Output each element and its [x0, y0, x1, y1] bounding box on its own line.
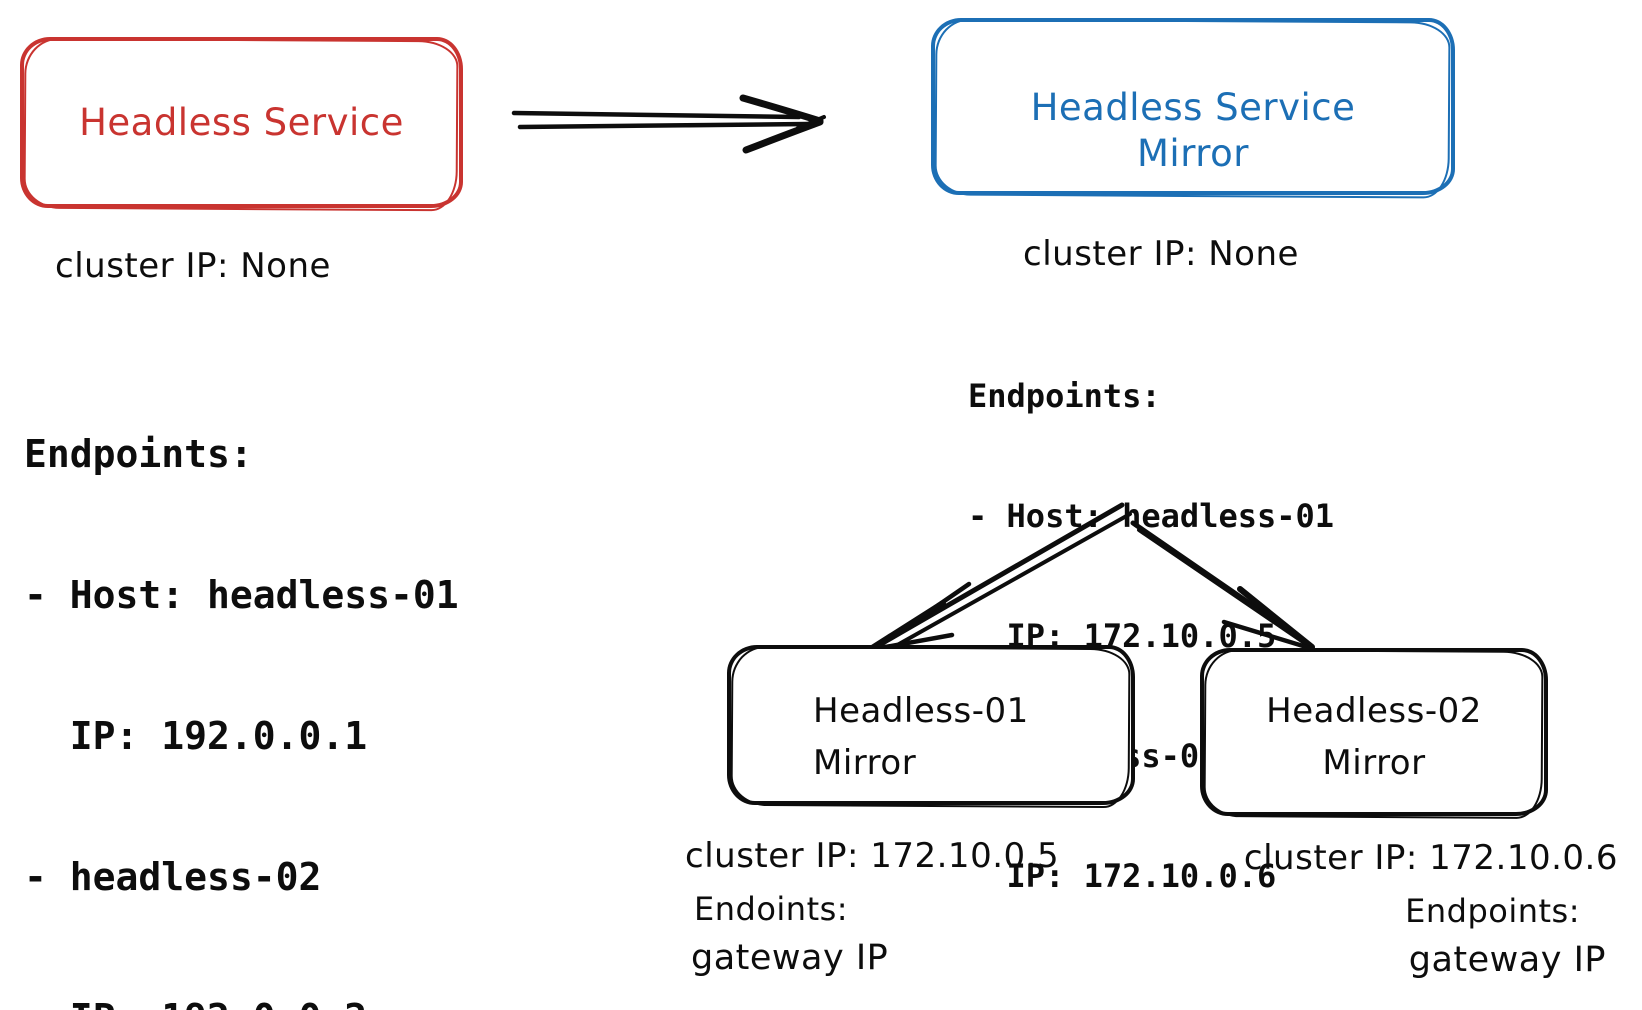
- headless01-cluster-ip: cluster IP: 172.10.0.5: [685, 836, 1060, 876]
- source-endpoints-block: Endpoints: - Host: headless-01 IP: 192.0…: [24, 337, 459, 1010]
- node-headless01-mirror-title-line1: Headless-01: [813, 691, 1029, 731]
- arrow-service-to-mirror: [511, 94, 826, 154]
- source-endpoints-line: IP: 192.0.0.2: [24, 995, 459, 1010]
- source-endpoints-line: IP: 192.0.0.1: [24, 714, 368, 758]
- mirror-cluster-ip-label: cluster IP: None: [1023, 234, 1299, 274]
- node-headless01-mirror: Headless-01 Mirror: [727, 645, 1135, 805]
- source-cluster-ip-label: cluster IP: None: [55, 246, 331, 286]
- mirror-endpoints-line: - Host: headless-01: [968, 497, 1335, 535]
- node-headless-service-mirror-title-line1: Headless Service: [1030, 85, 1356, 129]
- headless01-endpoints-value: gateway IP: [691, 938, 889, 978]
- mirror-endpoints-line: Endpoints:: [968, 377, 1161, 415]
- node-headless01-mirror-title-line2: Mirror: [813, 743, 917, 783]
- headless01-endpoints-label: Endoints:: [694, 890, 849, 928]
- node-headless-service-mirror-title-line2: Mirror: [1136, 131, 1249, 175]
- headless02-endpoints-value: gateway IP: [1408, 940, 1606, 980]
- mirror-endpoints-line: IP: 172.10.0.6: [968, 857, 1277, 895]
- node-headless-service-title: Headless Service: [79, 100, 404, 144]
- source-endpoints-line: - Host: headless-01: [24, 573, 459, 617]
- source-endpoints-line: Endpoints:: [24, 432, 253, 476]
- node-headless-service: Headless Service: [20, 37, 463, 208]
- node-headless-service-mirror: Headless Service Mirror: [931, 18, 1455, 195]
- headless02-endpoints-label: Endpoints:: [1405, 892, 1580, 930]
- headless02-cluster-ip: cluster IP: 172.10.0.6: [1243, 838, 1618, 878]
- source-endpoints-line: - headless-02: [24, 855, 322, 899]
- node-headless02-mirror-title-line2: Mirror: [1322, 743, 1426, 783]
- headless02-caption: cluster IP: 172.10.0.6 Endpoints: gatewa…: [1180, 838, 1618, 1008]
- headless01-caption: cluster IP: 172.10.0.5 Endoints: gateway…: [685, 836, 1115, 1006]
- node-headless02-mirror: Headless-02 Mirror: [1200, 648, 1548, 816]
- node-headless02-mirror-title-line1: Headless-02: [1266, 691, 1482, 731]
